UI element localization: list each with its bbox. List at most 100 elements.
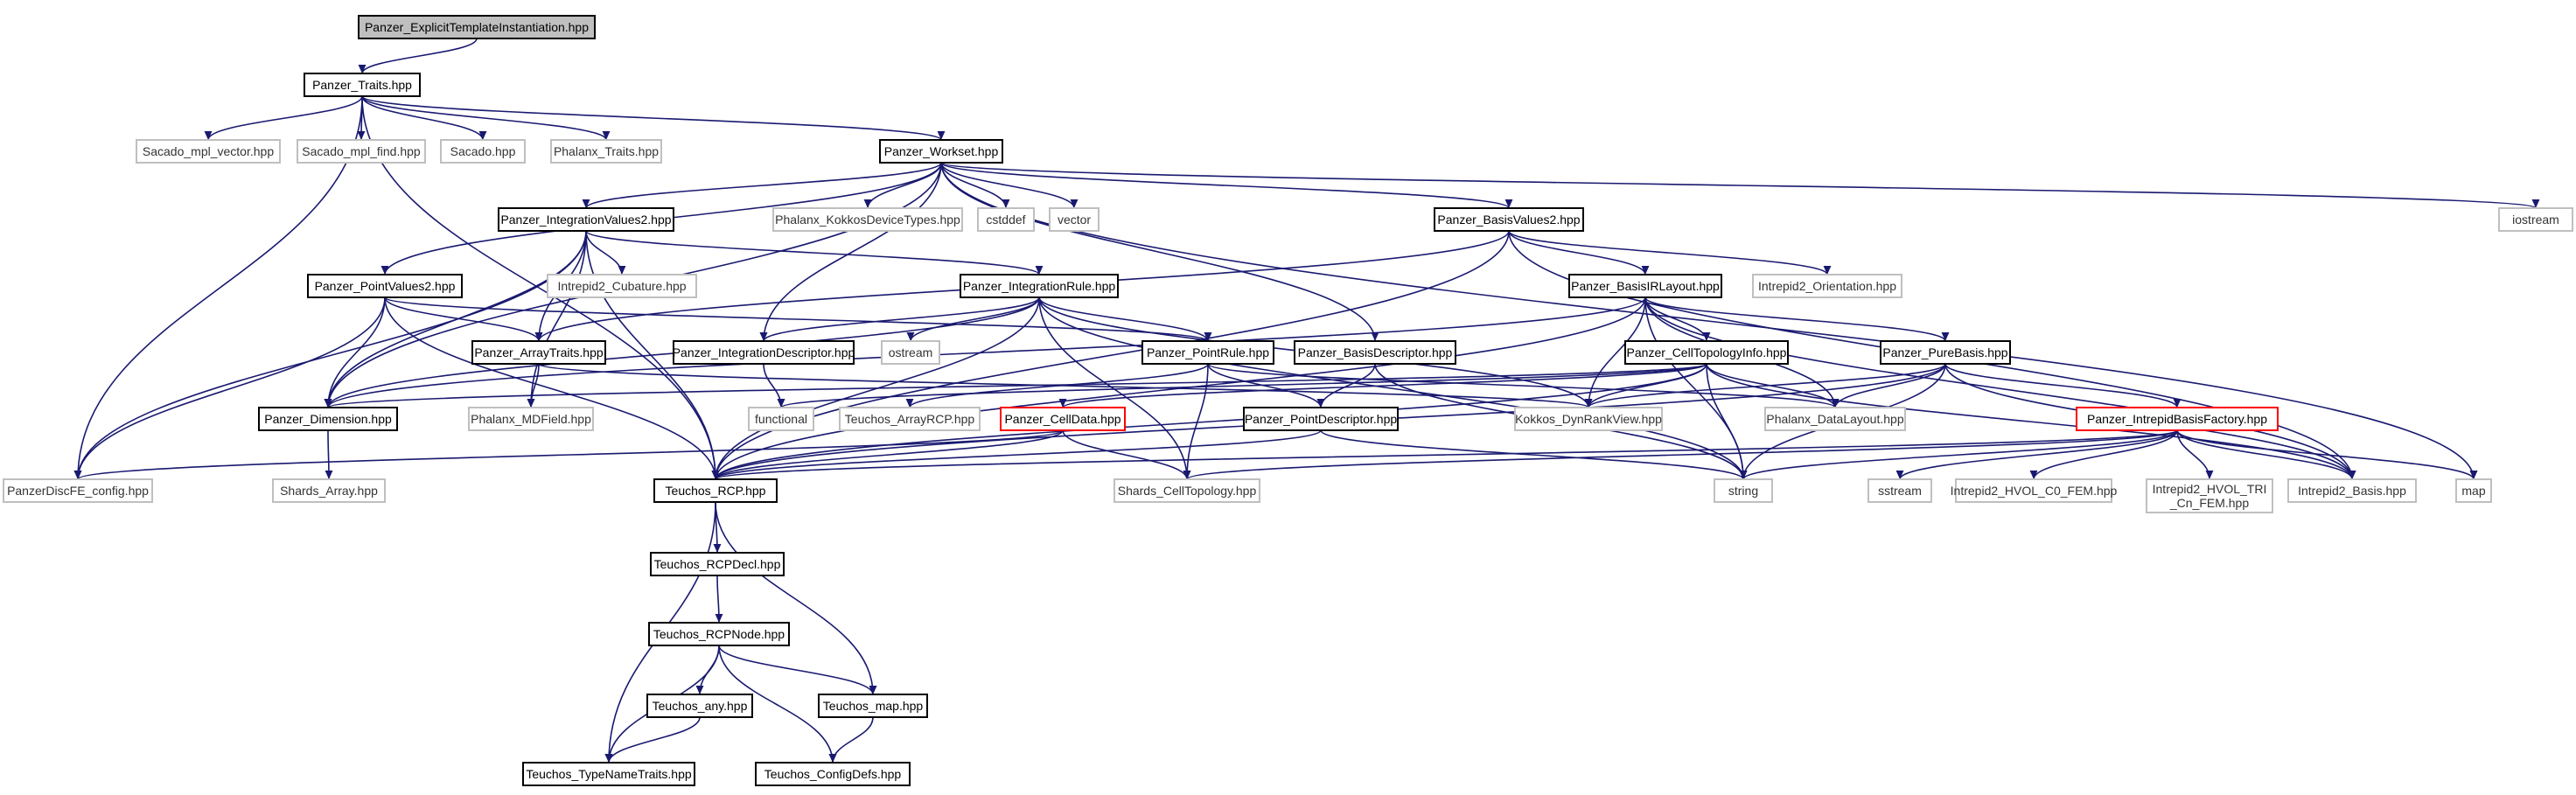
node-rcpdecl[interactable]: Teuchos_RCPDecl.hpp [650, 552, 785, 576]
node-label: Panzer_ExplicitTemplateInstantiation.hpp [365, 20, 589, 34]
node-intrepidfactory[interactable]: Panzer_IntrepidBasisFactory.hpp [2076, 407, 2279, 431]
edge-celltopo-to-functional [777, 363, 1707, 408]
node-string: string [1714, 478, 1773, 503]
node-pointvalues2[interactable]: Panzer_PointValues2.hpp [307, 274, 463, 298]
node-box [1514, 407, 1663, 431]
edge-celldata-to-teuchos-rcp [711, 429, 1064, 480]
edge-intrepidfactory-to-teuchos-rcp [712, 429, 2178, 480]
node-basisirlayout[interactable]: Panzer_BasisIRLayout.hpp [1568, 274, 1722, 298]
node-box [1049, 207, 1100, 232]
node-discfe: PanzerDiscFE_config.hpp [3, 478, 153, 503]
node-sacado-find: Sacado_mpl_find.hpp [297, 139, 426, 164]
edge-intrepidfactory-to-shards-celltopo [1183, 429, 2178, 480]
node-box [653, 478, 778, 503]
node-box [3, 478, 153, 503]
node-label: Phalanx_KokkosDeviceTypes.hpp [775, 213, 960, 227]
node-box [1764, 407, 1906, 431]
node-label: Panzer_Dimension.hpp [264, 412, 392, 426]
node-box [498, 207, 674, 232]
node-rcpnode[interactable]: Teuchos_RCPNode.hpp [648, 622, 790, 646]
node-label: Panzer_PointRule.hpp [1147, 345, 1269, 359]
edge-workset-to-intdesc [759, 162, 942, 342]
edge-basisirlayout-to-dynrank [1584, 296, 1646, 408]
node-label: Phalanx_DataLayout.hpp [1766, 412, 1903, 426]
node-celldata[interactable]: Panzer_CellData.hpp [1000, 407, 1126, 431]
edge-workset-to-iostream [940, 162, 2539, 209]
node-intvalues2[interactable]: Panzer_IntegrationValues2.hpp [498, 207, 674, 232]
node-label: Teuchos_RCPDecl.hpp [654, 557, 781, 571]
edge-workset-to-basisvalues2 [940, 162, 1513, 209]
node-box [307, 274, 463, 298]
node-phalanx-traits: Phalanx_Traits.hpp [550, 139, 662, 164]
node-traits[interactable]: Panzer_Traits.hpp [304, 73, 421, 97]
node-label: string [1728, 484, 1758, 498]
node-label: Intrepid2_HVOL_C0_FEM.hpp [1951, 484, 2118, 498]
edge-celltopo-to-teuchos-rcp [711, 363, 1707, 480]
edge-intdesc-to-functional [763, 363, 785, 408]
node-celltopo[interactable]: Panzer_CellTopologyInfo.hpp [1624, 340, 1789, 365]
edge-intrule-to-shards-celltopo [1038, 296, 1191, 480]
node-label: vector [1058, 213, 1091, 227]
node-workset[interactable]: Panzer_Workset.hpp [879, 139, 1003, 164]
node-root[interactable]: Panzer_ExplicitTemplateInstantiation.hpp [358, 15, 596, 39]
node-box [1624, 340, 1789, 365]
node-purebasis[interactable]: Panzer_PureBasis.hpp [1880, 340, 2011, 365]
node-iostream: iostream [2498, 207, 2573, 232]
edge-traits-to-workset [361, 95, 946, 141]
node-box [648, 622, 790, 646]
node-label: PanzerDiscFE_config.hpp [7, 484, 149, 498]
node-box [772, 207, 963, 232]
node-label: Panzer_IntegrationValues2.hpp [500, 213, 671, 227]
node-label: Panzer_PointDescriptor.hpp [1245, 412, 1398, 426]
node-teuchos-rcp[interactable]: Teuchos_RCP.hpp [653, 478, 778, 503]
edge-traits-to-sacado [361, 95, 487, 141]
node-datalayout: Phalanx_DataLayout.hpp [1764, 407, 1906, 431]
edge-rcpnode-to-configdefs [718, 645, 837, 764]
node-basisvalues2[interactable]: Panzer_BasisValues2.hpp [1434, 207, 1584, 232]
node-intdesc[interactable]: Panzer_IntegrationDescriptor.hpp [673, 340, 855, 365]
node-label: sstream [1878, 484, 1922, 498]
node-configdefs[interactable]: Teuchos_ConfigDefs.hpp [755, 762, 911, 786]
node-box [258, 407, 398, 431]
node-label: Teuchos_ConfigDefs.hpp [764, 767, 902, 781]
node-box [881, 340, 940, 365]
node-teuchos-any[interactable]: Teuchos_any.hpp [646, 694, 753, 718]
node-cstddef: cstddef [977, 207, 1035, 232]
node-box [297, 139, 426, 164]
node-label: Intrepid2_Basis.hpp [2298, 484, 2406, 498]
node-label: iostream [2512, 213, 2559, 227]
node-label: Panzer_IntegrationDescriptor.hpp [673, 345, 855, 359]
edge-pointdesc-to-teuchos-rcp [711, 429, 1322, 480]
node-box [1880, 340, 2011, 365]
node-pointrule[interactable]: Panzer_PointRule.hpp [1141, 340, 1274, 365]
node-box [471, 340, 606, 365]
node-label: Teuchos_RCPNode.hpp [653, 627, 785, 641]
node-box [977, 207, 1035, 232]
node-label: Intrepid2_HVOL_TRI [2153, 482, 2267, 496]
node-box [1434, 207, 1584, 232]
node-box [304, 73, 421, 97]
edge-intrule-to-string [1038, 296, 1748, 480]
edge-basisirlayout-to-intrepid-basis [1644, 296, 2356, 480]
edge-pointvalues2-to-dimension [324, 296, 386, 408]
edge-celltopo-to-dimension [325, 363, 1707, 408]
node-box [1568, 274, 1722, 298]
node-basisdesc[interactable]: Panzer_BasisDescriptor.hpp [1294, 340, 1456, 365]
node-pointdesc[interactable]: Panzer_PointDescriptor.hpp [1243, 407, 1399, 431]
node-box [1113, 478, 1260, 503]
edge-pointrule-to-teuchos-arrayrcp [905, 363, 1209, 408]
node-label: cstddef [986, 213, 1025, 227]
node-orientation: Intrepid2_Orientation.hpp [1752, 274, 1902, 298]
node-label: Sacado.hpp [450, 144, 516, 158]
node-intrule[interactable]: Panzer_IntegrationRule.hpp [960, 274, 1119, 298]
edge-basisvalues2-to-basisirlayout [1508, 230, 1650, 275]
edge-traits-to-sacado-vec [204, 95, 363, 141]
edge-intvalues2-to-intrule [585, 230, 1044, 275]
node-typenametraits[interactable]: Teuchos_TypeNameTraits.hpp [522, 762, 695, 786]
edge-dimension-to-shards-array [325, 429, 333, 480]
edge-rcpnode-to-teuchos-map [718, 645, 877, 695]
node-dimension[interactable]: Panzer_Dimension.hpp [258, 407, 398, 431]
node-arraytraits[interactable]: Panzer_ArrayTraits.hpp [471, 340, 606, 365]
node-teuchos-map[interactable]: Teuchos_map.hpp [818, 694, 928, 718]
node-teuchos-arrayrcp: Teuchos_ArrayRCP.hpp [839, 407, 981, 431]
